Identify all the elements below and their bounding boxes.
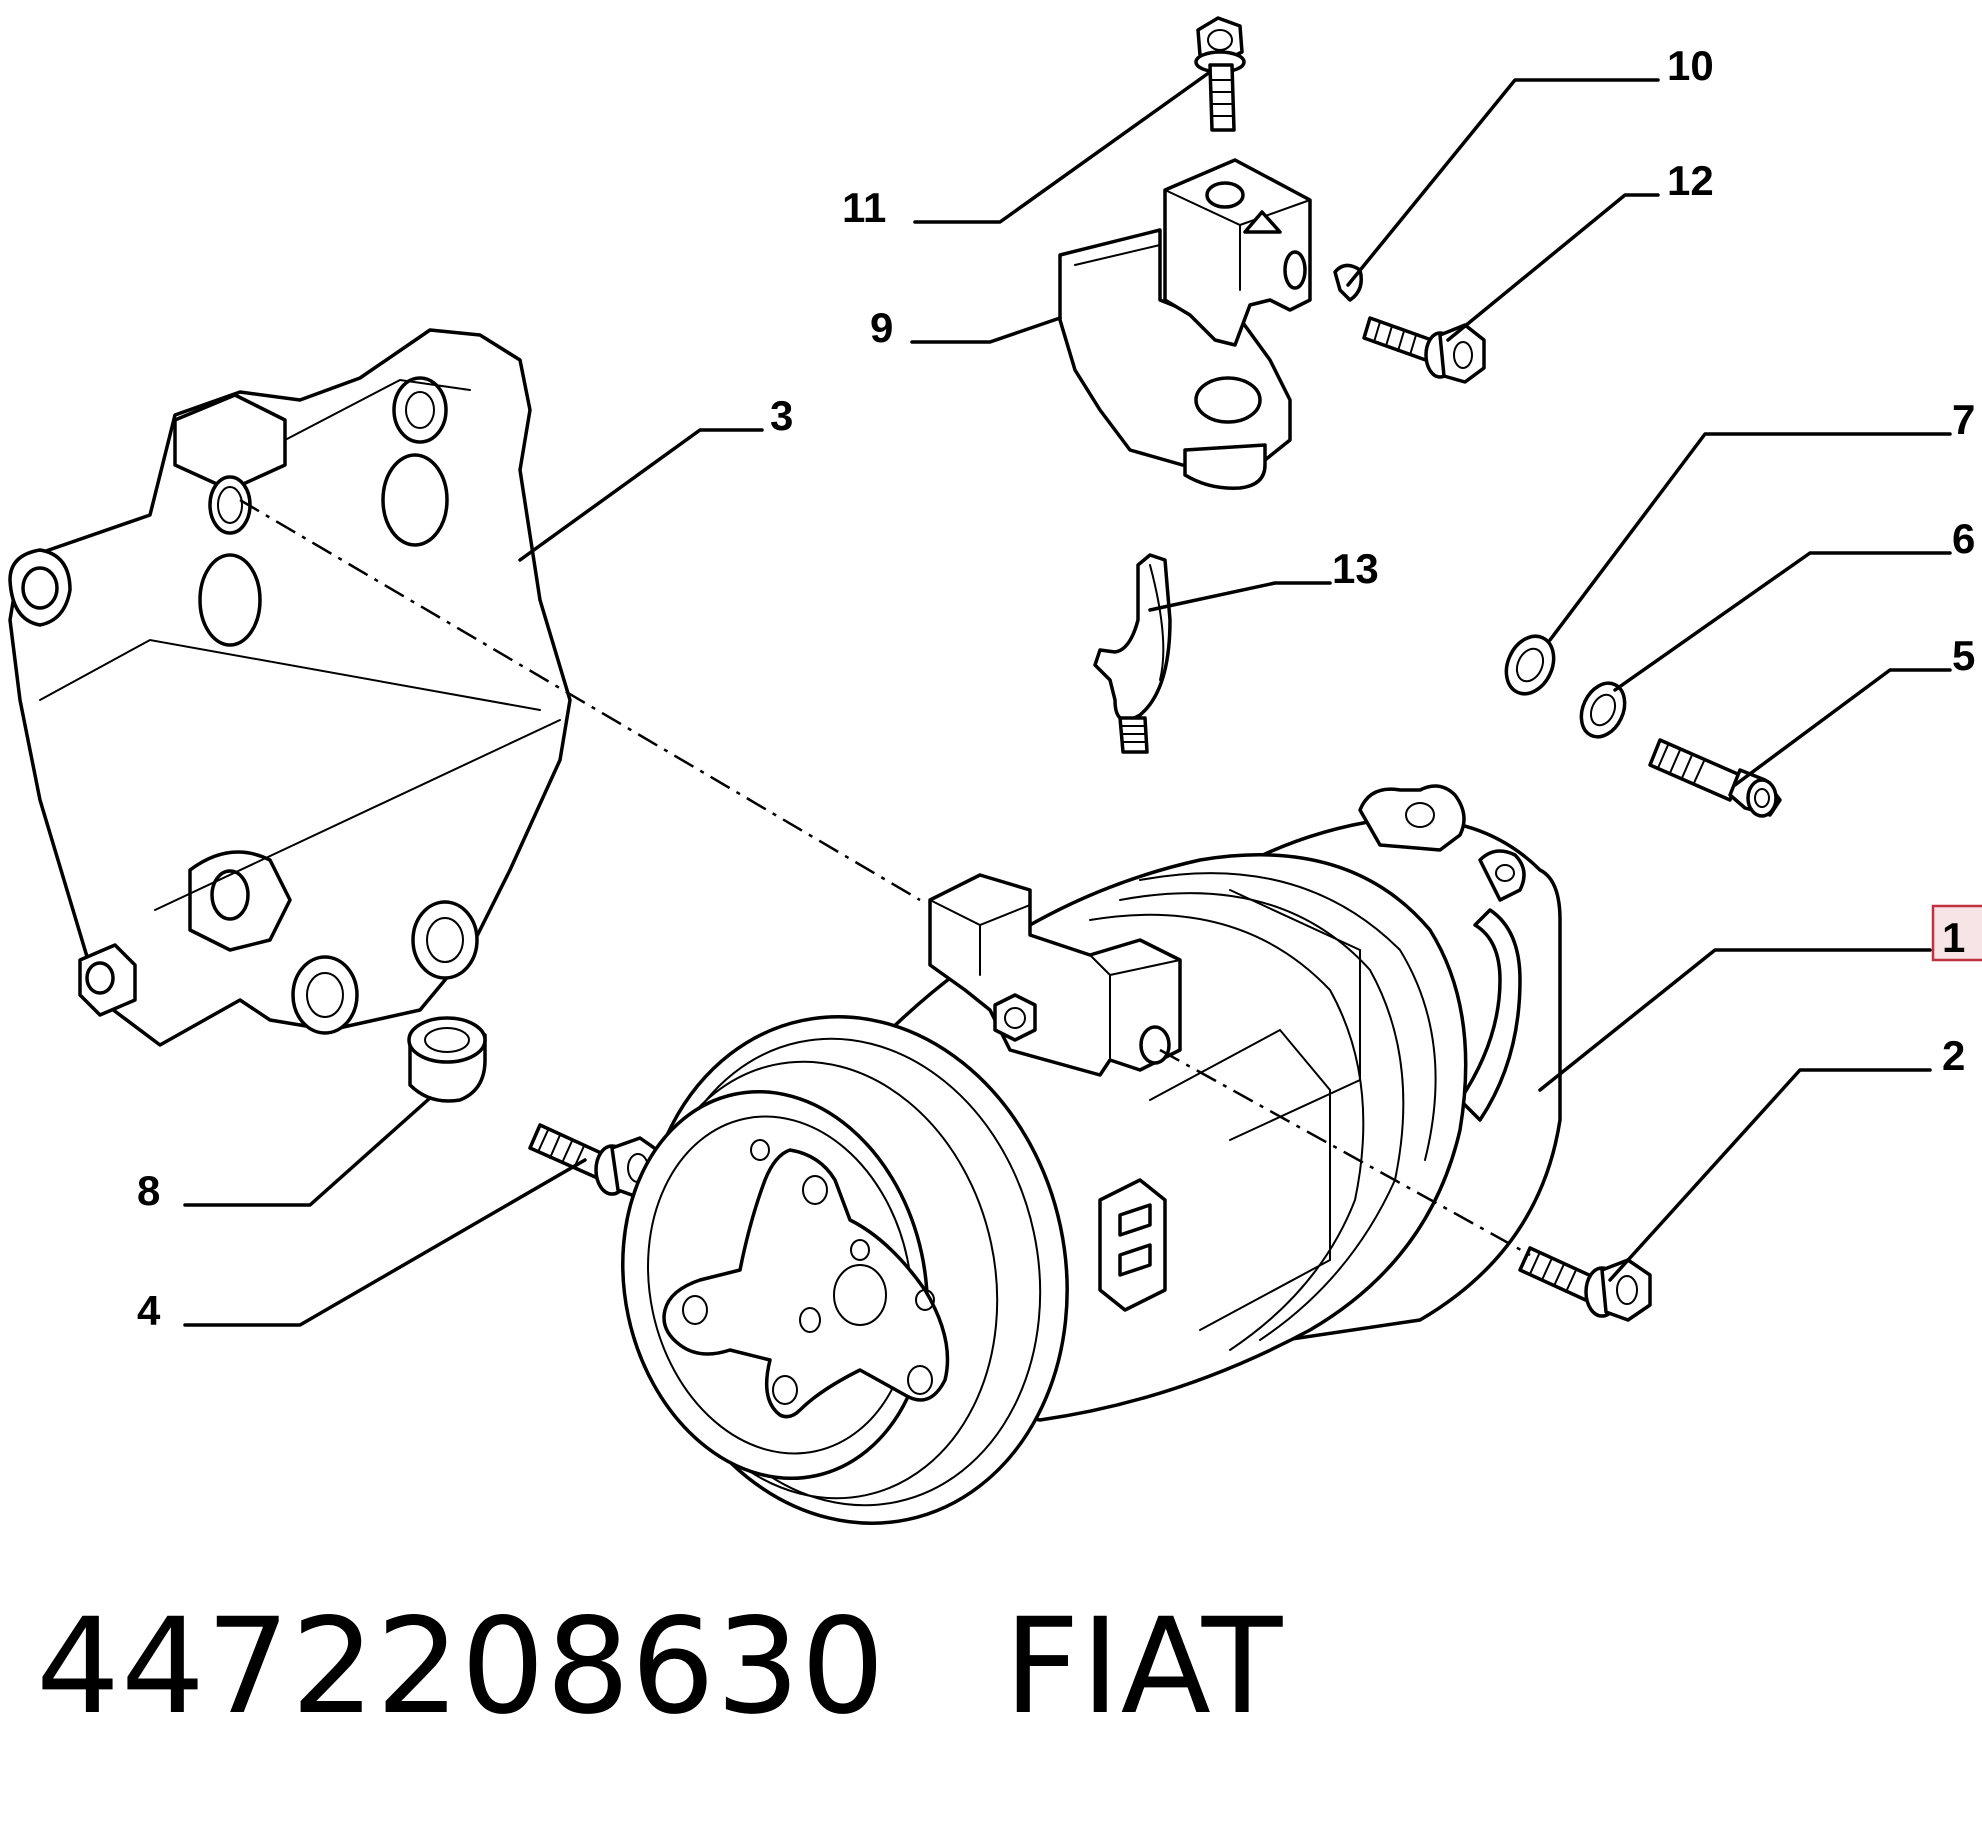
leader-12 [1446, 193, 1660, 342]
part-8-sleeve [407, 1016, 487, 1103]
leader-2 [1608, 1068, 1932, 1282]
callout-10: 10 [1667, 42, 1714, 89]
part-1-compressor [621, 784, 1562, 1525]
callout-11: 11 [842, 184, 886, 231]
part-9-support-bracket [1058, 158, 1312, 490]
part-7-washer [1504, 634, 1556, 696]
alignment-axis-lower [1159, 1048, 1531, 1257]
part-11-bolt [1194, 16, 1246, 132]
part-12-bolt [1362, 316, 1486, 384]
leader-10 [1346, 78, 1660, 287]
leader-1 [1538, 948, 1932, 1092]
leader-6 [1613, 551, 1952, 692]
leader-9 [910, 316, 1062, 344]
leader-7 [1548, 432, 1952, 642]
callout-13: 13 [1332, 545, 1379, 592]
part-13-clamp [1093, 553, 1172, 754]
callout-6: 6 [1952, 515, 1975, 562]
callout-3: 3 [770, 392, 793, 439]
brand-name: FIAT [1003, 1590, 1284, 1744]
part-number: 4472208630 [36, 1590, 886, 1744]
callout-1: 1 [1942, 914, 1965, 961]
callout-7: 7 [1952, 396, 1975, 443]
part-5-bolt [1648, 738, 1782, 818]
leader-13 [1148, 581, 1332, 612]
callout-9: 9 [870, 304, 893, 351]
part-3-bracket [8, 328, 572, 1047]
callout-2: 2 [1942, 1032, 1965, 1079]
alignment-axis-upper [239, 498, 921, 902]
leader-3 [518, 428, 764, 562]
callout-12: 12 [1667, 157, 1714, 204]
callout-5: 5 [1952, 632, 1975, 679]
leader-8 [183, 1096, 432, 1207]
part-2-bolt [1518, 1246, 1652, 1322]
leader-4 [183, 1158, 587, 1327]
footer-caption: 4472208630 FIAT [36, 1590, 1401, 1744]
leader-5 [1733, 668, 1952, 787]
part-6-washer [1579, 681, 1627, 739]
callout-4: 4 [137, 1287, 161, 1334]
callout-1-highlight-box [1931, 904, 1982, 962]
leader-11 [913, 70, 1212, 224]
callout-8: 8 [137, 1167, 160, 1214]
